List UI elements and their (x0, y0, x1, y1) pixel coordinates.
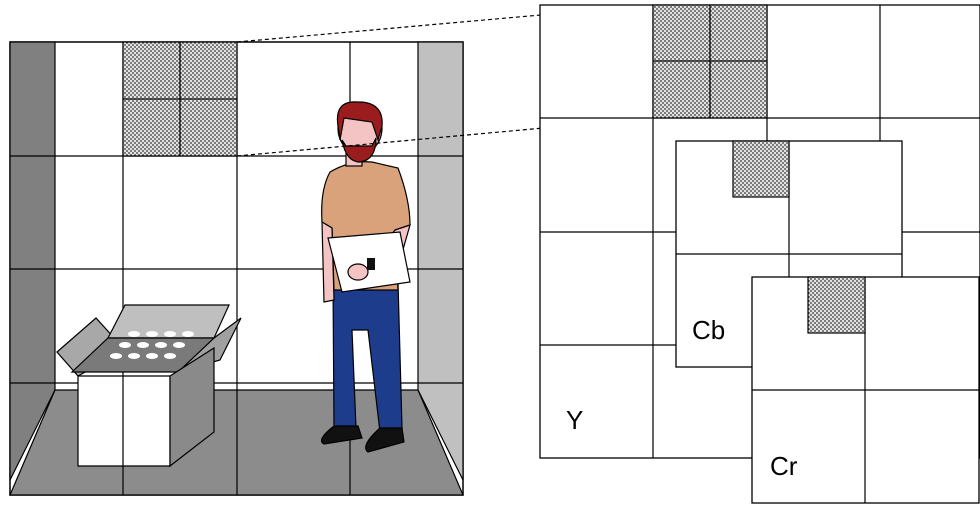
cr-highlight-sample (807, 276, 866, 334)
highlight-block-2x2 (122, 41, 238, 157)
cb-highlight-sample (732, 140, 790, 198)
room-scene (9, 41, 464, 496)
cb-plane-label: Cb (692, 315, 725, 345)
person-figure (321, 101, 411, 453)
right-wall (417, 41, 464, 481)
cardboard-box (56, 304, 242, 468)
y-highlight-block (652, 4, 768, 119)
cr-plane: Cr (751, 276, 980, 504)
cr-plane-label: Cr (770, 451, 798, 481)
y-plane-label: Y (566, 405, 583, 435)
